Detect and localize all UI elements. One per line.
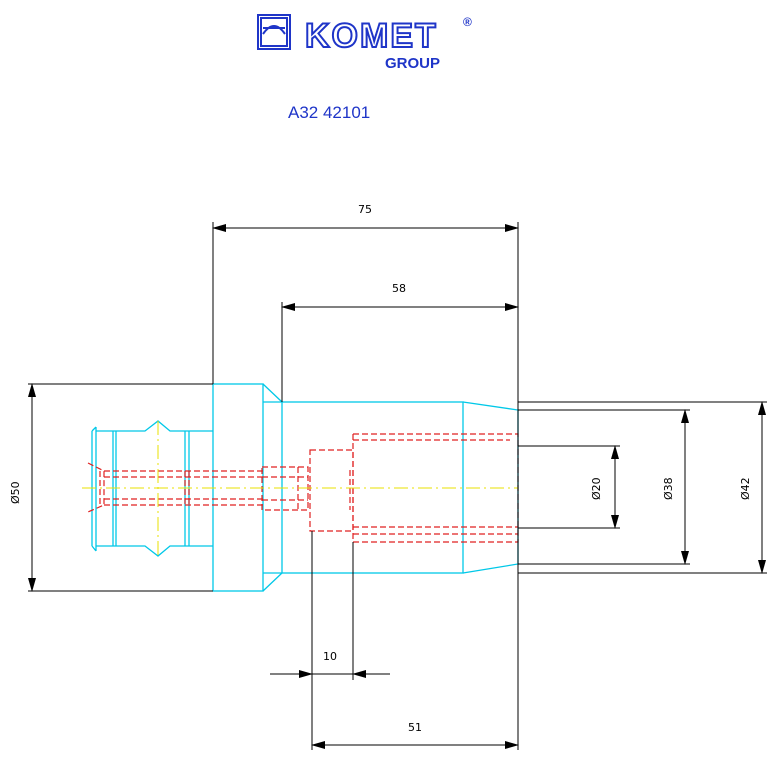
dim-body-length: 58 — [392, 282, 406, 295]
dim-dia-bore: Ø20 — [590, 477, 603, 500]
dim-dia-neck: Ø38 — [662, 477, 675, 500]
dimension-labels: 75 58 10 51 Ø50 Ø20 Ø38 Ø42 — [9, 203, 752, 734]
logo-brand-text: KOMET — [305, 17, 438, 55]
part-number: A32 42101 — [288, 103, 370, 122]
centerlines — [82, 421, 518, 556]
logo-group-text: GROUP — [385, 55, 440, 72]
dim-dia-body: Ø42 — [739, 477, 752, 500]
dim-overall-length: 75 — [358, 203, 372, 216]
logo-registered-mark: ® — [463, 15, 472, 29]
dim-dia-shank: Ø50 — [9, 481, 22, 504]
dim-step-length: 10 — [323, 650, 337, 663]
komet-arc-logo-icon — [257, 14, 291, 50]
logo: KOMET ® GROUP — [257, 14, 472, 72]
dim-bore-depth: 51 — [408, 721, 422, 734]
dimension-lines — [28, 222, 767, 750]
